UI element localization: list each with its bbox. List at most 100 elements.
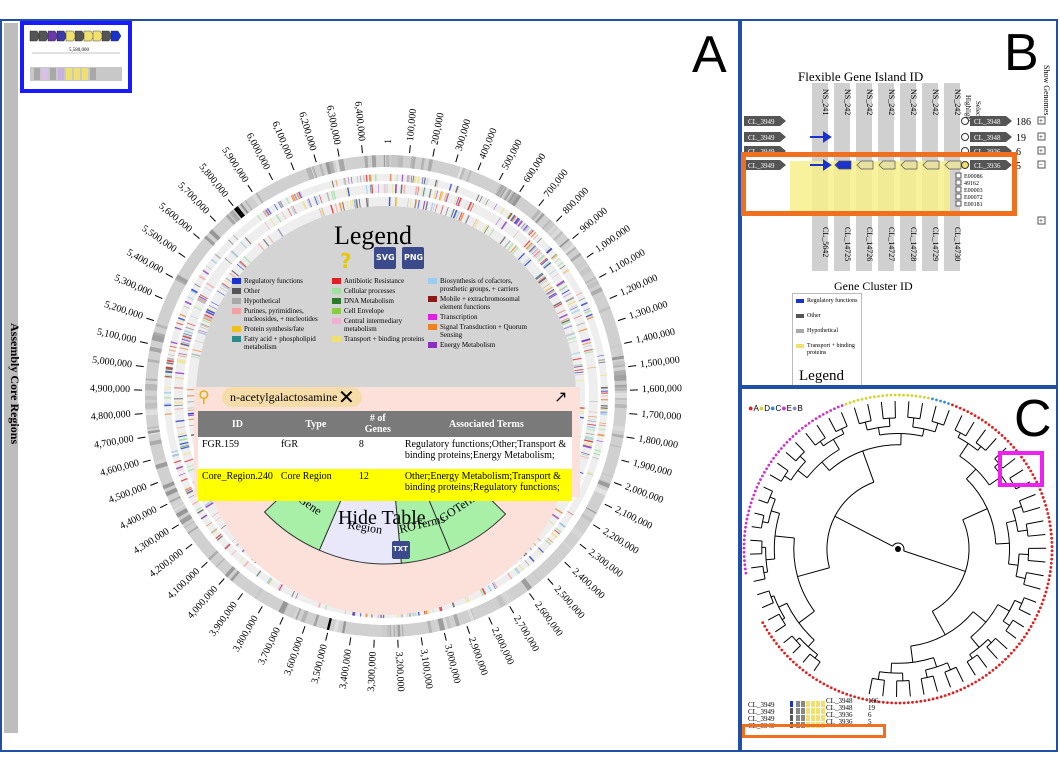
leaf-dot xyxy=(1050,545,1054,548)
leaf-dot xyxy=(829,686,833,690)
mini-gene-arrow xyxy=(110,30,122,42)
col-header-id[interactable]: ID xyxy=(198,411,277,437)
leaf-dot xyxy=(1048,570,1052,573)
panel-c-label: C xyxy=(1014,390,1052,448)
ring-tick-label: 400,000 xyxy=(477,127,499,161)
right-gene-label: CL_3936 xyxy=(974,162,1001,170)
ring-tick-label: 3,700,000 xyxy=(256,626,283,667)
leaf-dot xyxy=(860,397,864,401)
ring-tick-label: 3,500,000 xyxy=(310,643,330,684)
select-header: Select xyxy=(974,101,982,119)
tree-branch xyxy=(799,455,806,462)
search-input[interactable]: n-acetylgalactosamine xyxy=(222,387,362,407)
mini-bar xyxy=(34,68,40,80)
ring-tick-label: 300,000 xyxy=(454,118,474,152)
tree-branch xyxy=(944,671,952,688)
c-gene-box xyxy=(801,701,805,707)
ring-tick-label: 3,300,000 xyxy=(366,651,379,691)
leaf-dot xyxy=(1027,466,1031,469)
leaf-dot xyxy=(844,402,848,406)
leaf-dot xyxy=(987,423,991,427)
legend-swatch xyxy=(232,288,241,294)
help-icon[interactable]: ? xyxy=(340,249,352,273)
legend-label: Biosynthesis of cofactors, prosthetic gr… xyxy=(440,277,519,293)
tree-branch xyxy=(784,475,792,481)
clade-dot-icon: ● xyxy=(758,403,765,413)
search-icon[interactable]: ⚲ xyxy=(198,387,210,406)
b-legend-label: Transport + binding proteins xyxy=(807,343,855,356)
leaf-dot xyxy=(857,696,861,700)
png-download-button[interactable]: PNG xyxy=(402,247,424,269)
leaf-dot xyxy=(1004,657,1007,661)
minimap[interactable]: 5,580,000 xyxy=(20,21,132,93)
leaf-dot xyxy=(747,509,751,513)
clade-key: ●E xyxy=(781,403,792,413)
ring-tick-label: 100,000 xyxy=(405,108,419,141)
svg-download-button[interactable]: SVG xyxy=(374,247,396,269)
leaf-dot xyxy=(742,542,746,546)
mini-gene-arrow xyxy=(92,30,104,42)
sub-id: E00181 xyxy=(964,202,983,208)
b-legend-item: Hypothetical xyxy=(796,328,860,335)
legend-label: Other xyxy=(244,287,260,295)
legend-item: DNA Metabolism xyxy=(332,297,432,305)
col-header-genes[interactable]: # of Genes xyxy=(354,411,401,437)
leaf-dot xyxy=(1050,557,1054,561)
tree-branch xyxy=(766,558,775,561)
leaf-dot xyxy=(984,420,988,424)
leaf-dot xyxy=(1049,566,1053,569)
hide-table-button[interactable]: Hide Table xyxy=(338,507,426,529)
gene-arrow xyxy=(834,160,852,170)
leaf-dot xyxy=(845,692,849,696)
ring-tick xyxy=(586,252,594,258)
sub-select-box xyxy=(955,193,962,200)
ring-tick xyxy=(477,162,482,171)
leaf-dot xyxy=(1049,561,1053,565)
leaf-dot xyxy=(833,688,837,691)
tree-branch xyxy=(1026,520,1044,525)
external-link-icon[interactable]: ↗ xyxy=(554,387,568,406)
clade-label: C xyxy=(775,404,782,413)
leaf-dot xyxy=(853,695,857,699)
leaf-dot xyxy=(748,505,752,509)
legend-label: DNA Metabolism xyxy=(344,297,394,305)
island-title: Flexible Gene Island ID xyxy=(798,69,924,84)
clade-dot-icon: ● xyxy=(781,403,787,413)
tree-branch xyxy=(840,412,848,427)
ring-tick xyxy=(617,317,626,322)
leaf-dot xyxy=(780,648,784,652)
col-header-terms[interactable]: Associated Terms xyxy=(400,411,572,437)
left-gene-label: CL_3949 xyxy=(748,118,775,126)
ring-tick xyxy=(556,215,563,222)
legend-label: Central intermediary metabolism xyxy=(344,317,403,333)
c-gene-box xyxy=(811,708,815,714)
ring-tick xyxy=(139,341,148,344)
leaf-dot xyxy=(890,701,894,705)
table-row[interactable]: FGR.159 fGR 8 Regulatory functions;Other… xyxy=(198,437,572,469)
ring-tick xyxy=(268,172,274,181)
tree-branch xyxy=(1026,572,1044,577)
table-row[interactable]: Core_Region.240 Core Region 12 Other;Ene… xyxy=(198,469,572,501)
gene-island-view[interactable]: NS_241CL_5642NS_242CL_14725NS_242CL_1472… xyxy=(742,21,1058,387)
highlight-radio xyxy=(961,133,969,141)
legend-item: Other xyxy=(232,287,332,295)
leaf-dot xyxy=(1035,613,1039,617)
txt-download-button[interactable]: TXT xyxy=(392,541,410,559)
c-gene-box xyxy=(806,701,810,707)
col-header-type[interactable]: Type xyxy=(276,411,355,437)
ring-tick xyxy=(538,199,545,207)
leaf-dot xyxy=(743,567,747,571)
right-count: 6 xyxy=(1016,147,1021,158)
ring-tick-label: 500,000 xyxy=(500,138,525,172)
leaf-dot xyxy=(951,403,954,407)
clade-dot-icon: ● xyxy=(792,403,798,413)
clear-search-icon[interactable]: ✕ xyxy=(338,385,355,409)
minimap-graphic: 5,580,000 xyxy=(29,30,122,81)
leaf-dot xyxy=(1041,598,1045,602)
c-gene-box xyxy=(806,715,810,721)
ring-tick xyxy=(621,459,630,463)
core-regions-sidebar[interactable]: Assembly Core Regions xyxy=(4,23,22,733)
leaf-dot xyxy=(829,409,833,412)
